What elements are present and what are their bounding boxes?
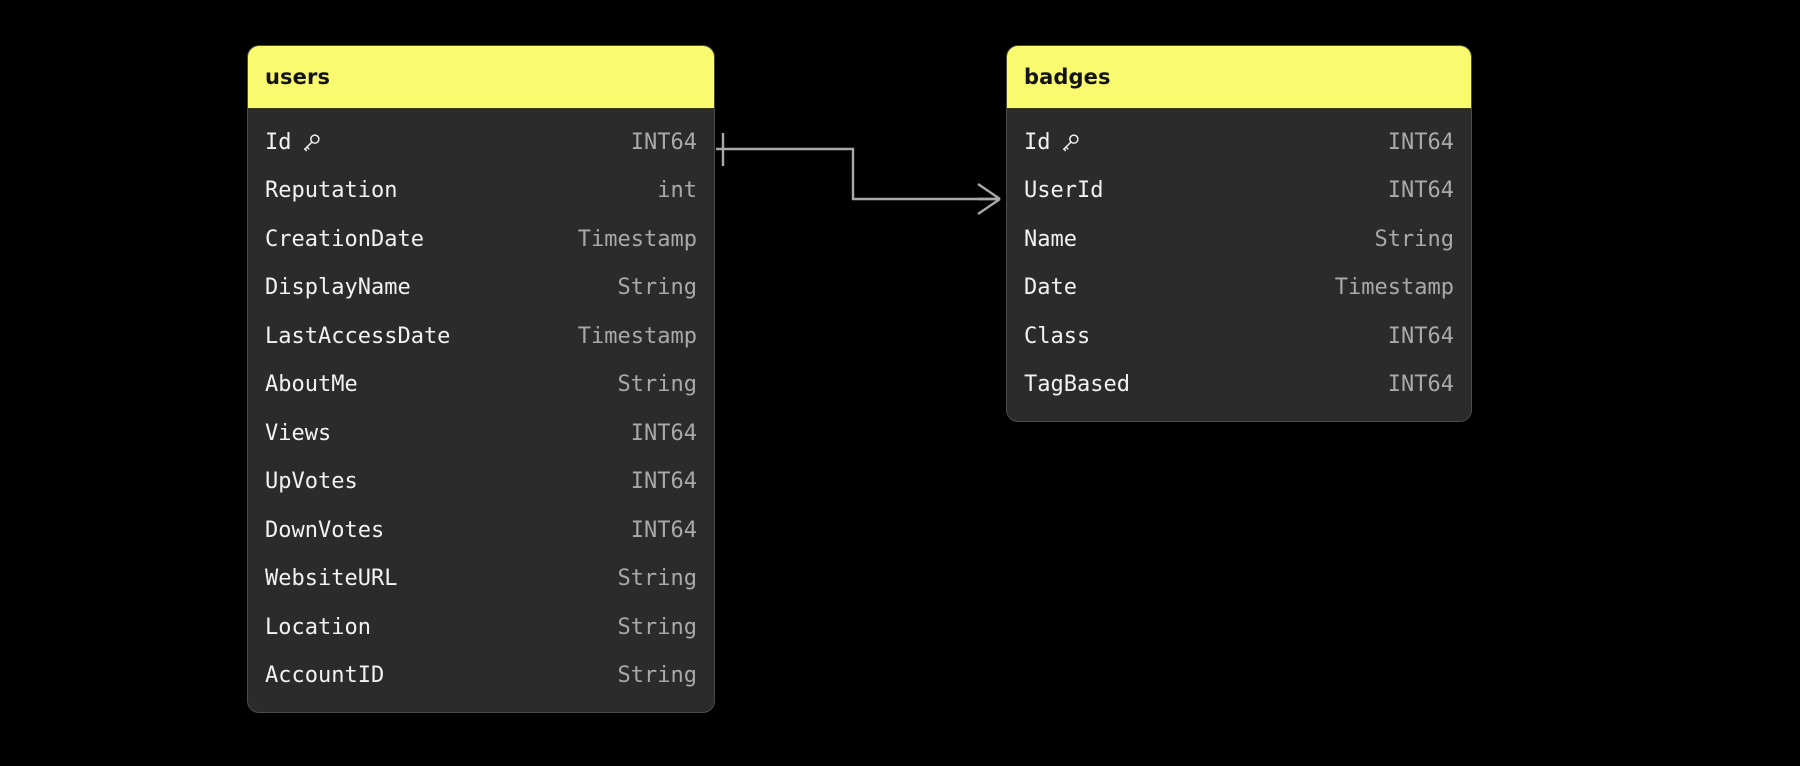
field-type: INT64: [630, 420, 697, 446]
field-type: INT64: [630, 129, 697, 155]
field-name: Id: [1024, 130, 1081, 155]
field-name: AboutMe: [265, 372, 358, 398]
field-name: CreationDate: [265, 226, 424, 252]
table-row[interactable]: Id INT64: [248, 118, 714, 167]
table-card-badges[interactable]: badges Id INT64 User: [1007, 46, 1471, 421]
field-name: UpVotes: [265, 469, 358, 495]
connector-path: [716, 147, 1000, 201]
key-icon: [1059, 132, 1081, 154]
table-row[interactable]: Name String: [1007, 215, 1471, 264]
field-name-text: Id: [265, 129, 292, 155]
table-row[interactable]: UserId INT64: [1007, 167, 1471, 216]
field-name: Name: [1024, 226, 1077, 252]
table-row[interactable]: DownVotes INT64: [248, 506, 714, 555]
table-row[interactable]: Id INT64: [1007, 118, 1471, 167]
cardinality-many-crowsfoot: [977, 183, 1001, 215]
table-title-users[interactable]: users: [248, 46, 714, 109]
table-row[interactable]: Class INT64: [1007, 312, 1471, 361]
table-fields-users: Id INT64 Reputation int: [248, 109, 714, 712]
field-name: WebsiteURL: [265, 566, 398, 592]
field-name: Class: [1024, 323, 1091, 349]
table-row[interactable]: WebsiteURL String: [248, 555, 714, 604]
field-name: DownVotes: [265, 517, 385, 543]
field-name: Date: [1024, 275, 1077, 301]
field-name: DisplayName: [265, 275, 411, 301]
table-row[interactable]: Reputation int: [248, 167, 714, 216]
field-type: Timestamp: [1334, 275, 1454, 301]
field-name: UserId: [1024, 178, 1104, 204]
field-name: AccountID: [265, 663, 385, 689]
field-type: String: [617, 663, 697, 689]
key-icon: [300, 132, 322, 154]
field-type: INT64: [630, 517, 697, 543]
field-type: Timestamp: [577, 226, 697, 252]
field-type: INT64: [1387, 372, 1454, 398]
table-row[interactable]: LastAccessDate Timestamp: [248, 312, 714, 361]
field-name: Id: [265, 130, 322, 155]
field-type: INT64: [1387, 129, 1454, 155]
field-type: String: [617, 614, 697, 640]
field-type: String: [617, 566, 697, 592]
table-row[interactable]: Views INT64: [248, 409, 714, 458]
field-type: Timestamp: [577, 323, 697, 349]
table-row[interactable]: AboutMe String: [248, 361, 714, 410]
field-type: INT64: [1387, 323, 1454, 349]
table-row[interactable]: Date Timestamp: [1007, 264, 1471, 313]
field-type: INT64: [630, 469, 697, 495]
field-type: String: [1374, 226, 1454, 252]
table-row[interactable]: AccountID String: [248, 652, 714, 701]
field-name: Location: [265, 614, 371, 640]
field-name: Views: [265, 420, 332, 446]
field-type: String: [617, 372, 697, 398]
field-name: Reputation: [265, 178, 398, 204]
table-title-badges[interactable]: badges: [1007, 46, 1471, 109]
field-name: TagBased: [1024, 372, 1130, 398]
table-row[interactable]: TagBased INT64: [1007, 361, 1471, 410]
field-type: INT64: [1387, 178, 1454, 204]
field-type: int: [657, 178, 697, 204]
relationship-users-badges: [716, 133, 1001, 215]
table-card-users[interactable]: users Id INT64 Reput: [248, 46, 714, 712]
field-name: LastAccessDate: [265, 323, 451, 349]
table-row[interactable]: DisplayName String: [248, 264, 714, 313]
field-name-text: Id: [1024, 129, 1051, 155]
table-row[interactable]: CreationDate Timestamp: [248, 215, 714, 264]
table-row[interactable]: UpVotes INT64: [248, 458, 714, 507]
field-type: String: [617, 275, 697, 301]
table-row[interactable]: Location String: [248, 603, 714, 652]
table-fields-badges: Id INT64 UserId INT64: [1007, 109, 1471, 421]
